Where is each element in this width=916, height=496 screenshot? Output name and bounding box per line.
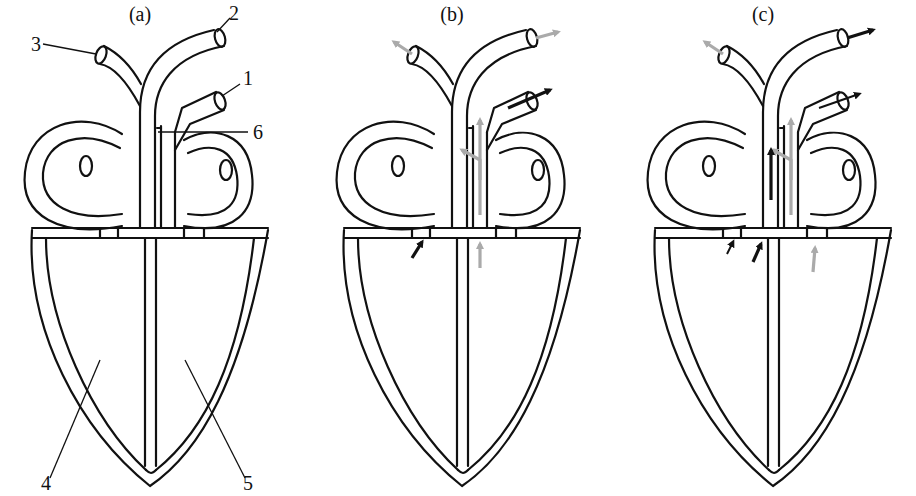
- heart-b: [337, 28, 580, 486]
- panel-letter: (c): [752, 4, 774, 24]
- callout-number: 3: [31, 34, 41, 54]
- panel-letter: (b): [440, 4, 463, 24]
- callout-number: 5: [243, 473, 253, 493]
- callout-number: 4: [41, 473, 51, 493]
- callout-number: 1: [243, 68, 253, 88]
- callout-number: 2: [229, 3, 239, 23]
- heart-a: [25, 18, 268, 486]
- heart-c: [648, 28, 891, 486]
- callout-number: 6: [253, 122, 263, 142]
- panel-letter: (a): [129, 4, 151, 24]
